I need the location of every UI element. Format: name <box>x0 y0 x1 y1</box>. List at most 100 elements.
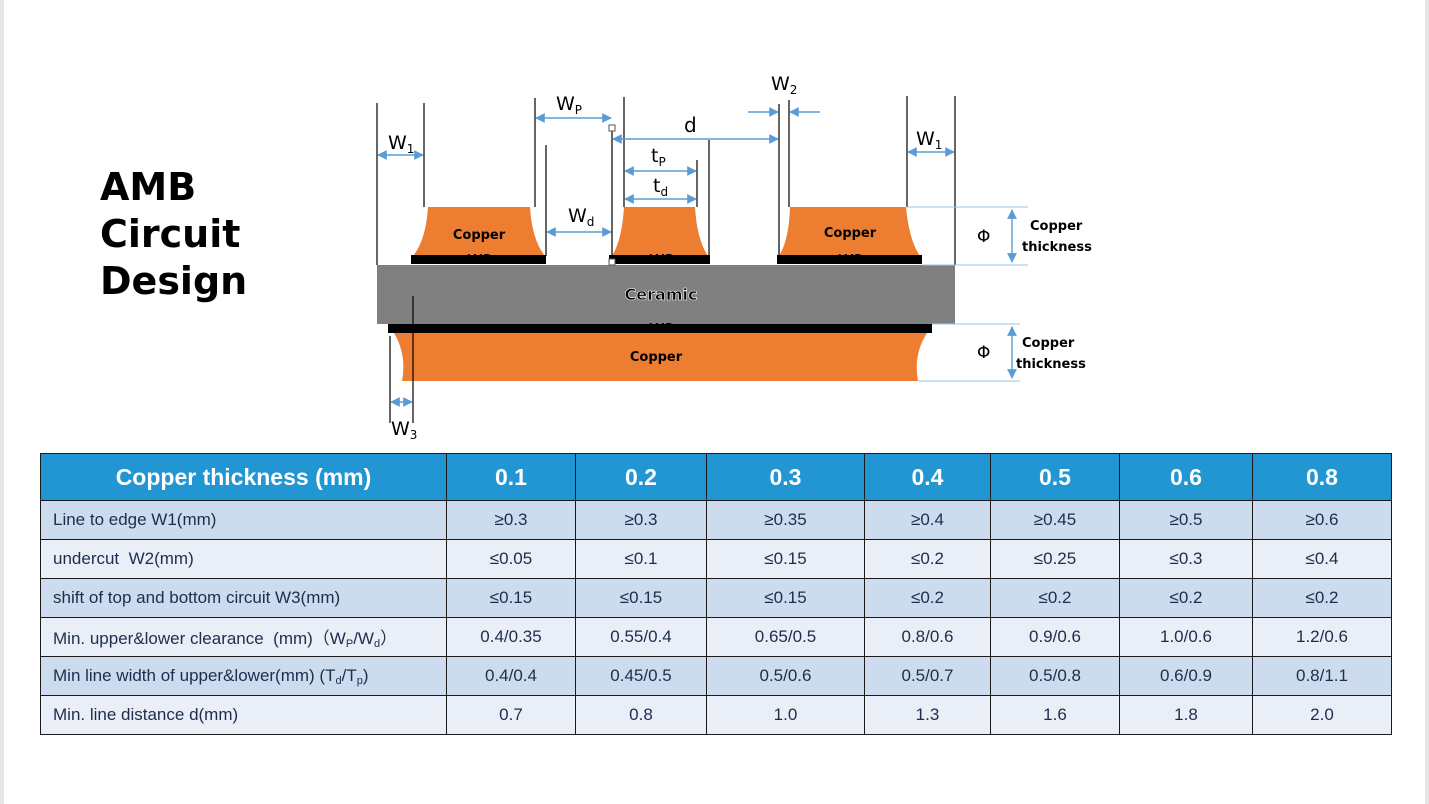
table-cell: ≤0.2 <box>990 578 1120 618</box>
dim-label-td: td <box>653 175 668 199</box>
amb-layer-middle <box>609 255 710 264</box>
table-cell: 1.6 <box>990 695 1120 735</box>
table-cell: ≤0.05 <box>446 539 576 579</box>
table-cell: ≤0.15 <box>575 578 707 618</box>
table-cell: ≥0.3 <box>575 500 707 540</box>
label-amb-middle: AMB <box>647 252 674 266</box>
row-label-w3: shift of top and bottom circuit W3(mm) <box>40 578 447 618</box>
table-cell: 1.0 <box>706 695 865 735</box>
row-label-line-width: Min line width of upper&lower(mm) (Td/Tp… <box>40 656 447 696</box>
dim-label-wd: Wd <box>568 205 594 229</box>
copper-thickness-bottom-line2: thickness <box>1016 357 1086 372</box>
header-col: 0.2 <box>575 453 707 501</box>
dim-label-wp: WP <box>556 93 582 117</box>
table-cell: ≥0.3 <box>446 500 576 540</box>
title-line-1: AMB <box>100 165 197 209</box>
design-rules-table: Copper thickness (mm) 0.1 0.2 0.3 0.4 0.… <box>40 453 1392 735</box>
table-cell: 0.4/0.35 <box>446 617 576 657</box>
table-cell: ≥0.6 <box>1252 500 1392 540</box>
table-cell: ≤0.2 <box>864 539 991 579</box>
table-cell: ≤0.25 <box>990 539 1120 579</box>
table-cell: 0.8/0.6 <box>864 617 991 657</box>
dimension-arrows <box>377 107 1017 407</box>
phi-symbol-top: Φ <box>977 227 990 247</box>
copper-trace-left <box>413 207 545 256</box>
table-cell: 1.3 <box>864 695 991 735</box>
label-ceramic: Ceramic <box>625 285 698 304</box>
table-cell: 0.8/1.1 <box>1252 656 1392 696</box>
amb-layer-left <box>411 255 546 264</box>
table-cell: ≥0.35 <box>706 500 865 540</box>
dim-label-tp: tP <box>651 145 666 169</box>
table-cell: ≤0.3 <box>1119 539 1253 579</box>
table-cell: ≤0.2 <box>1119 578 1253 618</box>
amb-layer-right <box>777 255 922 264</box>
header-col: 0.4 <box>864 453 991 501</box>
table-cell: ≤0.1 <box>575 539 707 579</box>
title-line-3: Design <box>100 259 248 303</box>
table-row: Line to edge W1(mm) ≥0.3 ≥0.3 ≥0.35 ≥0.4… <box>40 500 1392 540</box>
header-col: 0.5 <box>990 453 1120 501</box>
table-row: Min. upper&lower clearance (mm)（WP/Wd） 0… <box>40 617 1392 657</box>
label-amb-left: AMB <box>465 252 492 266</box>
page-edge-left <box>0 0 4 804</box>
copper-thickness-bottom-line1: Copper <box>1022 336 1075 351</box>
table-header-row: Copper thickness (mm) 0.1 0.2 0.3 0.4 0.… <box>40 453 1392 501</box>
dim-label-w1-right: W1 <box>916 128 942 152</box>
table-cell: 0.5/0.8 <box>990 656 1120 696</box>
ceramic-substrate <box>377 265 955 324</box>
table-cell: ≤0.15 <box>706 539 865 579</box>
row-label-clearance: Min. upper&lower clearance (mm)（WP/Wd） <box>40 617 447 657</box>
table-cell: ≥0.4 <box>864 500 991 540</box>
copper-bottom <box>394 333 927 381</box>
row-label-w2: undercut W2(mm) <box>40 539 447 579</box>
dim-label-w2: W2 <box>771 73 797 97</box>
marker-square-top <box>608 124 616 132</box>
copper-thickness-top-line1: Copper <box>1030 219 1083 234</box>
row-label-w1: Line to edge W1(mm) <box>40 500 447 540</box>
page-edge-right <box>1425 0 1429 804</box>
table-cell: ≥0.45 <box>990 500 1120 540</box>
guide-lines-right <box>907 206 1028 382</box>
copper-trace-right <box>779 207 920 256</box>
table-row: Min line width of upper&lower(mm) (Td/Tp… <box>40 656 1392 696</box>
table-row: shift of top and bottom circuit W3(mm) ≤… <box>40 578 1392 618</box>
table-cell: ≤0.4 <box>1252 539 1392 579</box>
copper-trace-middle <box>612 207 708 256</box>
row-label-line-distance: Min. line distance d(mm) <box>40 695 447 735</box>
header-col: 0.6 <box>1119 453 1253 501</box>
amb-layer-bottom <box>388 324 932 333</box>
amb-cross-section-diagram: Copper Copper Copper AMB AMB AMB AMB Cer… <box>376 73 1092 442</box>
table-cell: 1.8 <box>1119 695 1253 735</box>
table-cell: 0.9/0.6 <box>990 617 1120 657</box>
table-cell: 0.55/0.4 <box>575 617 707 657</box>
table-cell: ≤0.2 <box>864 578 991 618</box>
table-cell: 1.2/0.6 <box>1252 617 1392 657</box>
copper-thickness-top-line2: thickness <box>1022 240 1092 255</box>
page-title: AMB Circuit Design <box>100 164 300 305</box>
dim-label-d: d <box>684 113 697 137</box>
dim-label-w1-left: W1 <box>388 132 414 156</box>
table-cell: 0.8 <box>575 695 707 735</box>
table-row: Min. line distance d(mm) 0.7 0.8 1.0 1.3… <box>40 695 1392 735</box>
header-col: 0.3 <box>706 453 865 501</box>
table-cell: 0.5/0.6 <box>706 656 865 696</box>
reference-lines <box>376 96 956 423</box>
marker-square-bottom <box>608 258 616 266</box>
label-copper-right: Copper <box>824 226 877 241</box>
table-cell: 0.45/0.5 <box>575 656 707 696</box>
table-cell: 0.7 <box>446 695 576 735</box>
table-cell: ≤0.15 <box>446 578 576 618</box>
table-row: undercut W2(mm) ≤0.05 ≤0.1 ≤0.15 ≤0.2 ≤0… <box>40 539 1392 579</box>
table-cell: 1.0/0.6 <box>1119 617 1253 657</box>
table-cell: ≥0.5 <box>1119 500 1253 540</box>
label-amb-bottom: AMB <box>647 321 674 335</box>
table-cell: 0.65/0.5 <box>706 617 865 657</box>
label-copper-left: Copper <box>453 228 506 243</box>
phi-symbol-bottom: Φ <box>977 343 990 363</box>
table-cell: 2.0 <box>1252 695 1392 735</box>
table-cell: ≤0.15 <box>706 578 865 618</box>
table-cell: ≤0.2 <box>1252 578 1392 618</box>
table-cell: 0.4/0.4 <box>446 656 576 696</box>
header-col: 0.8 <box>1252 453 1392 501</box>
